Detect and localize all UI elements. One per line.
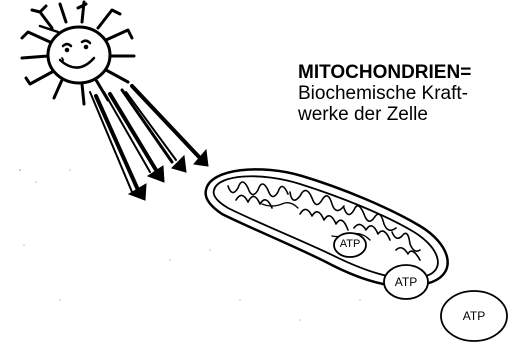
caption-block: MITOCHONDRIEN= Biochemische Kraft- werke… [298, 62, 514, 125]
smiling-sun-icon [22, 2, 134, 104]
caption-line-1: Biochemische Kraft- [298, 83, 514, 104]
caption-title: MITOCHONDRIEN= [298, 62, 514, 83]
atp-label-2: ATP [388, 275, 424, 289]
caption-line-2: werke der Zelle [298, 104, 514, 125]
atp-label-3: ATP [452, 309, 496, 323]
sun-ray-arrow-icon [90, 86, 208, 200]
atp-label-1: ATP [334, 238, 366, 250]
